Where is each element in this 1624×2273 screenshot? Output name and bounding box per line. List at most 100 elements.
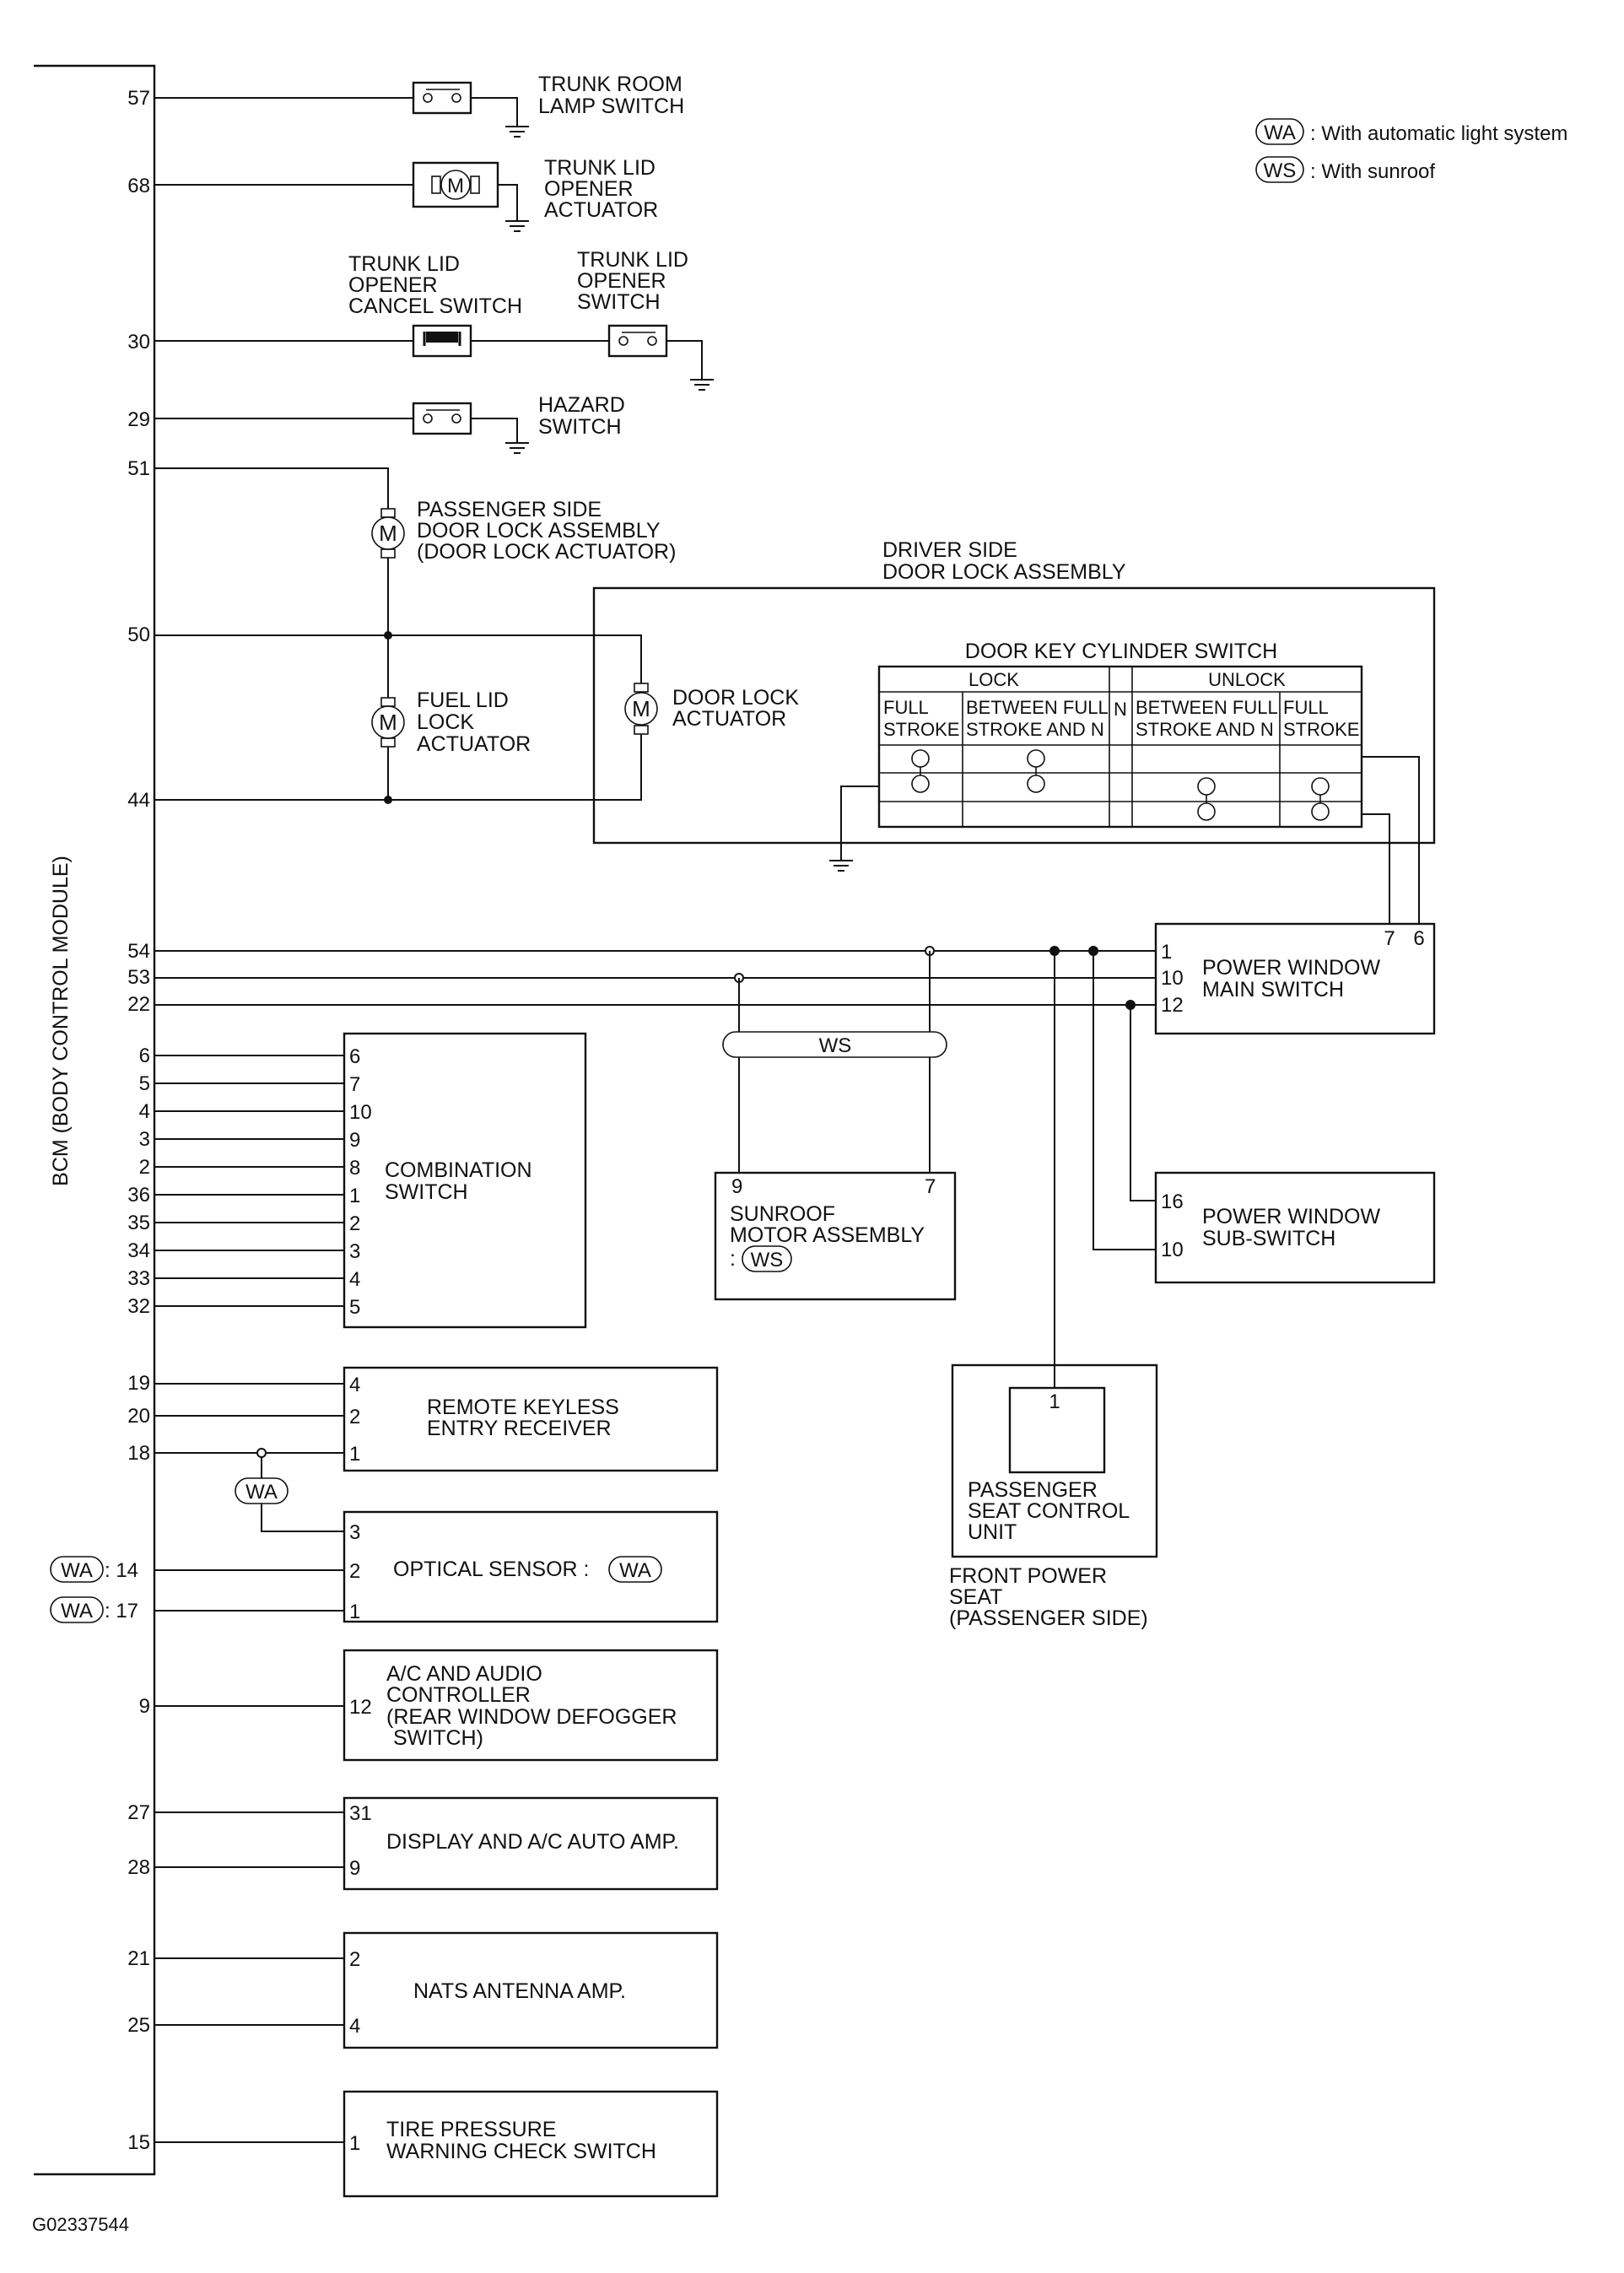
bcm-pin-15: 15: [127, 2131, 150, 2154]
hazard-l2: SWITCH: [538, 415, 622, 439]
comb-pin-5: 5: [349, 1296, 360, 1319]
unlock-full-l1: FULL: [1283, 697, 1329, 718]
bcm-pin-3: 3: [139, 1128, 150, 1151]
bcm-pin-30: 30: [127, 331, 150, 354]
bcm-pin-57: 57: [127, 87, 150, 110]
bcm-pin-35: 35: [127, 1212, 150, 1234]
bcm-pin-20: 20: [127, 1405, 150, 1428]
rke-l1: REMOTE KEYLESS: [427, 1396, 619, 1419]
wa-branch-tag: WA: [245, 1481, 278, 1504]
ac-audio-controller: 9 12 A/C AND AUDIO CONTROLLER (REAR WIND…: [139, 1649, 719, 1762]
comb-pin-7: 7: [349, 1073, 360, 1096]
trunk-room-lamp-switch: 57 TRUNK ROOM LAMP SWITCH: [127, 73, 684, 138]
trunk-cancel-l1: TRUNK LID: [348, 252, 460, 276]
sunroof-motor-assembly: WS 9 7 SUNROOF MOTOR ASSEMBLY : WS: [714, 951, 957, 1301]
trunk-lid-act-l2: OPENER: [544, 177, 634, 201]
seat-pin-1: 1: [1049, 1390, 1060, 1413]
sunroof-l2: MOTOR ASSEMBLY: [730, 1223, 925, 1247]
door-lock-act-l2: ACTUATOR: [672, 707, 786, 731]
bcm-pin-21: 21: [127, 1947, 150, 1970]
rke-l2: ENTRY RECEIVER: [427, 1417, 612, 1440]
trunk-room-l2: LAMP SWITCH: [538, 94, 684, 118]
legend-ws-text: : With sunroof: [1310, 160, 1435, 183]
power-window-sub-switch: 16 10 POWER WINDOW SUB-SWITCH: [1093, 951, 1436, 1284]
bcm-pin-68: 68: [127, 175, 150, 197]
bcm-pin-14: : 14: [105, 1559, 138, 1582]
trunk-lid-opener-actuator: 68 M TRUNK LID OPENER ACTUATOR: [127, 156, 658, 232]
comb-pin-3: 3: [349, 1240, 360, 1263]
unlock-between-l1: BETWEEN FULL: [1136, 697, 1278, 718]
nats-pin-4: 4: [349, 2015, 360, 2038]
lock-between-l1: BETWEEN FULL: [966, 697, 1109, 718]
front-power-seat: 1 PASSENGER SEAT CONTROL UNIT FRONT POWE…: [949, 951, 1158, 1630]
combination-l1: COMBINATION: [385, 1158, 532, 1182]
bcm-pin-19: 19: [127, 1372, 150, 1395]
optical-label: OPTICAL SENSOR :: [393, 1558, 589, 1581]
optical-sensor: OPTICAL SENSOR : WA 3 2 1 WA : 14 WA : 1…: [50, 1510, 719, 1623]
pwss-pin-10: 10: [1161, 1239, 1184, 1261]
hazard-l1: HAZARD: [538, 393, 625, 417]
unlock-header: UNLOCK: [1208, 669, 1286, 690]
bcm-pin-54: 54: [127, 940, 150, 963]
seat-o2: SEAT: [949, 1585, 1002, 1609]
diagram-id: G02337544: [32, 2214, 129, 2235]
display-ac-auto-amp: DISPLAY AND A/C AUTO AMP. 27 28 31 9: [127, 1796, 719, 1891]
bcm-pin-4: 4: [139, 1100, 150, 1123]
comb-pin-2: 2: [349, 1212, 360, 1235]
driver-lock-l1: DRIVER SIDE: [882, 538, 1017, 562]
comb-pin-9: 9: [349, 1129, 360, 1152]
lock-between-l2: STROKE AND N: [966, 719, 1104, 740]
hazard-switch: 29 HAZARD SWITCH: [127, 393, 625, 454]
bcm-pin-44: 44: [127, 789, 150, 812]
sunroof-pin-7: 7: [925, 1175, 936, 1198]
motor-symbol: M: [632, 696, 650, 721]
pwms-top-pin-7: 7: [1384, 927, 1395, 950]
trunk-cancel-l3: CANCEL SWITCH: [348, 294, 522, 318]
trunk-opener-sw-l3: SWITCH: [577, 290, 661, 314]
legend-wa-text: : With automatic light system: [1310, 122, 1567, 145]
n-header: N: [1114, 699, 1127, 720]
nats-label: NATS ANTENNA AMP.: [413, 1979, 626, 2003]
pwss-pin-16: 16: [1161, 1190, 1184, 1213]
nats-antenna-amp: NATS ANTENNA AMP. 21 25 2 4: [127, 1931, 719, 2049]
door-lock-act-l1: DOOR LOCK: [672, 686, 799, 710]
ac-audio-l3: (REAR WINDOW DEFOGGER: [386, 1705, 677, 1729]
fuel-lid-l1: FUEL LID: [417, 688, 509, 712]
rke-pin-2: 2: [349, 1406, 360, 1428]
bcm-pin-18: 18: [127, 1442, 150, 1465]
trunk-opener-sw-l1: TRUNK LID: [577, 248, 688, 272]
bcm-wa-tag-17: WA: [61, 1600, 93, 1622]
sunroof-l1: SUNROOF: [730, 1202, 835, 1226]
trunk-lid-opener-switches: TRUNK LID OPENER CANCEL SWITCH TRUNK LID…: [127, 248, 715, 391]
bcm-pin-9: 9: [139, 1695, 150, 1718]
comb-pin-6: 6: [349, 1045, 360, 1068]
display-ac-pin-9: 9: [349, 1857, 360, 1880]
pwms-l2: MAIN SWITCH: [1202, 978, 1344, 1002]
sunroof-ws-tag: WS: [751, 1249, 784, 1271]
tire-pin-1: 1: [349, 2132, 360, 2155]
comb-pin-10: 10: [349, 1101, 372, 1124]
ac-audio-l1: A/C AND AUDIO: [386, 1662, 542, 1686]
bcm-pin-25: 25: [127, 2014, 150, 2037]
display-ac-label: DISPLAY AND A/C AUTO AMP.: [386, 1830, 679, 1854]
bcm-pin-36: 36: [127, 1184, 150, 1207]
power-window-main-switch: 7 6 POWER WINDOW MAIN SWITCH 1 10 12 54 …: [127, 922, 1436, 1035]
ws-bar-label: WS: [819, 1034, 852, 1057]
ac-audio-l2: CONTROLLER: [386, 1683, 531, 1707]
motor-symbol: M: [379, 710, 397, 735]
bcm-frame: BCM (BODY CONTROL MODULE): [34, 64, 156, 2176]
optical-wa-tag: WA: [619, 1559, 651, 1582]
passenger-lock-l1: PASSENGER SIDE: [417, 498, 602, 521]
passenger-door-lock-and-fuel-lid: 51 M PASSENGER SIDE DOOR LOCK ASSEMBLY (…: [127, 457, 676, 812]
bcm-label: BCM (BODY CONTROL MODULE): [49, 856, 73, 1186]
legend: WA : With automatic light system WS : Wi…: [1255, 118, 1567, 183]
tire-l1: TIRE PRESSURE: [386, 2118, 556, 2141]
passenger-lock-l3: (DOOR LOCK ACTUATOR): [417, 540, 676, 564]
seat-o3: (PASSENGER SIDE): [949, 1606, 1148, 1630]
bcm-pin-5: 5: [139, 1072, 150, 1095]
bcm-pin-17: : 17: [105, 1600, 138, 1622]
lock-header: LOCK: [968, 669, 1019, 690]
optical-pin-2: 2: [349, 1560, 360, 1583]
pwms-top-pin-6: 6: [1413, 927, 1424, 950]
